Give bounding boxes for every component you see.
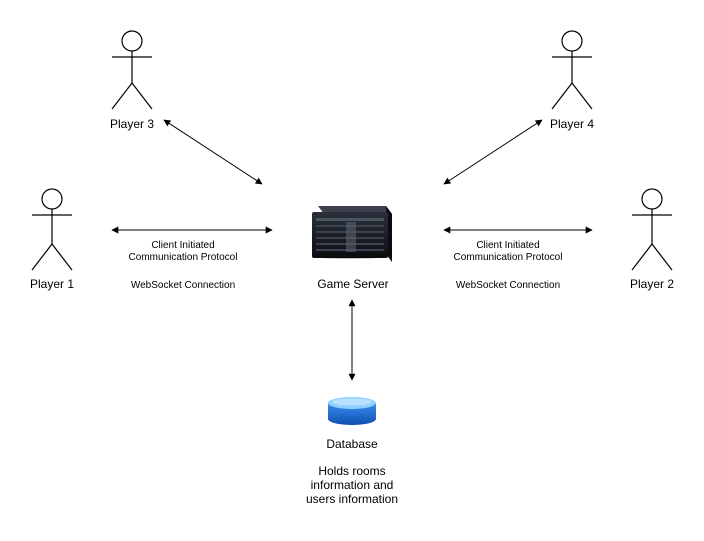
left-protocol-label: Client Initiated Communication Protocol — [128, 240, 238, 263]
database-icon — [328, 397, 376, 425]
database-label: Database — [326, 437, 378, 451]
right-transport-label: WebSocket Connection — [455, 280, 561, 291]
server-label: Game Server — [317, 277, 389, 291]
right-protocol-label: Client Initiated Communication Protocol — [453, 240, 563, 263]
arrow-player4-server — [443, 119, 543, 185]
player-3-label: Player 3 — [109, 117, 155, 131]
arrow-player3-server — [163, 119, 263, 185]
database-note: Holds rooms information and users inform… — [305, 464, 399, 506]
player-4-actor-icon — [551, 30, 593, 110]
player-1-label: Player 1 — [29, 277, 75, 291]
player-2-label: Player 2 — [629, 277, 675, 291]
player-3-actor-icon — [111, 30, 153, 110]
player-4-label: Player 4 — [549, 117, 595, 131]
left-transport-label: WebSocket Connection — [130, 280, 236, 291]
player-2-actor-icon — [631, 188, 673, 271]
player-1-actor-icon — [31, 188, 73, 271]
server-icon — [312, 206, 392, 262]
